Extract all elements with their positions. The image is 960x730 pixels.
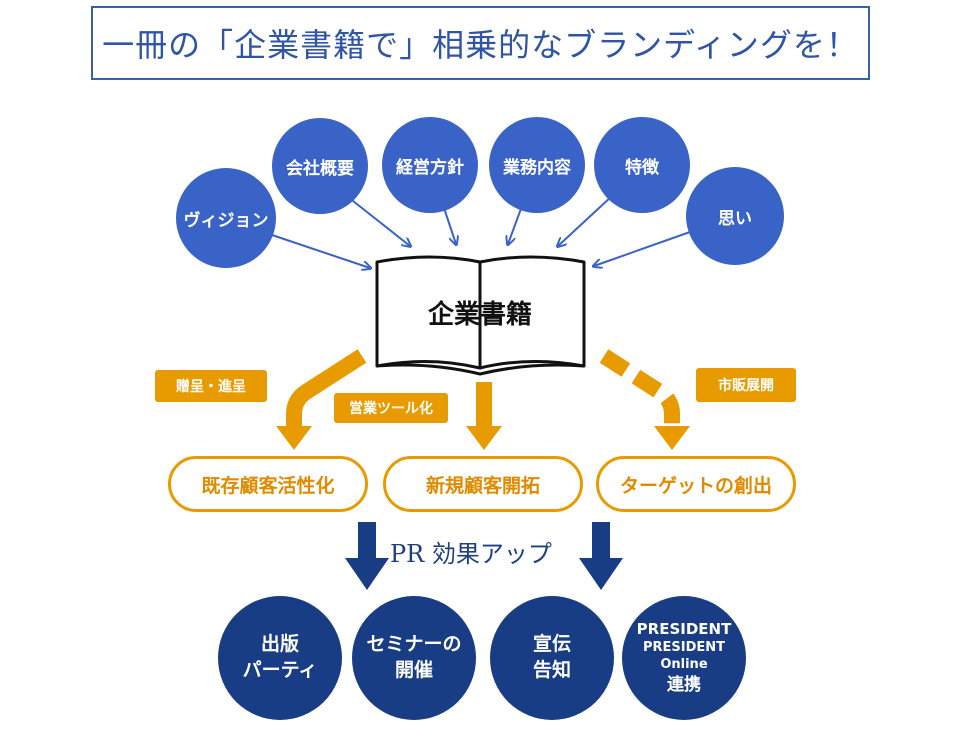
channel-arrows xyxy=(286,349,680,428)
tag-gift: 贈呈・進呈 xyxy=(155,370,267,402)
tag-retail: 市販展開 xyxy=(696,368,796,402)
bubble-company-overview: 会社概要 xyxy=(272,118,368,214)
bubble-vision: ヴィジョン xyxy=(176,168,276,268)
pr-arrows xyxy=(345,522,623,590)
pr-effect-label: PR 効果アップ xyxy=(390,540,552,568)
circle-president-link: PRESIDENT PRESIDENT Online 連携 xyxy=(622,596,746,720)
circle-line: 連携 xyxy=(667,674,701,695)
circle-line: 告知 xyxy=(532,659,571,681)
page-title: 一冊の「企業書籍で」相乗的なブランディングを！ xyxy=(91,6,870,80)
circle-line: 開催 xyxy=(394,659,433,681)
bubble-features: 特徴 xyxy=(594,117,690,213)
circle-seminar: セミナーの 開催 xyxy=(352,596,476,720)
circle-line: 出版 xyxy=(260,633,299,656)
bubble-thoughts: 思い xyxy=(686,167,784,265)
circle-line: 宣伝 xyxy=(532,633,571,656)
book-label: 企業書籍 xyxy=(427,299,532,330)
book-icon xyxy=(375,255,586,376)
circle-line: PRESIDENT xyxy=(636,620,732,639)
circle-line: セミナーの xyxy=(366,633,462,656)
circle-publishing-party: 出版 パーティ xyxy=(218,596,342,720)
outcome-existing-customers: 既存顧客活性化 xyxy=(168,456,368,512)
circle-line: パーティ xyxy=(242,659,318,681)
bubble-management-policy: 経営方針 xyxy=(382,117,478,213)
circle-line: PRESIDENT Online xyxy=(642,639,726,672)
outcome-target-creation: ターゲットの創出 xyxy=(596,456,796,512)
tag-sales-tool: 営業ツール化 xyxy=(334,393,448,423)
circle-advertising: 宣伝 告知 xyxy=(490,596,614,720)
bubble-business: 業務内容 xyxy=(489,117,585,213)
outcome-new-customers: 新規顧客開拓 xyxy=(383,456,583,512)
input-arrows xyxy=(271,195,691,268)
